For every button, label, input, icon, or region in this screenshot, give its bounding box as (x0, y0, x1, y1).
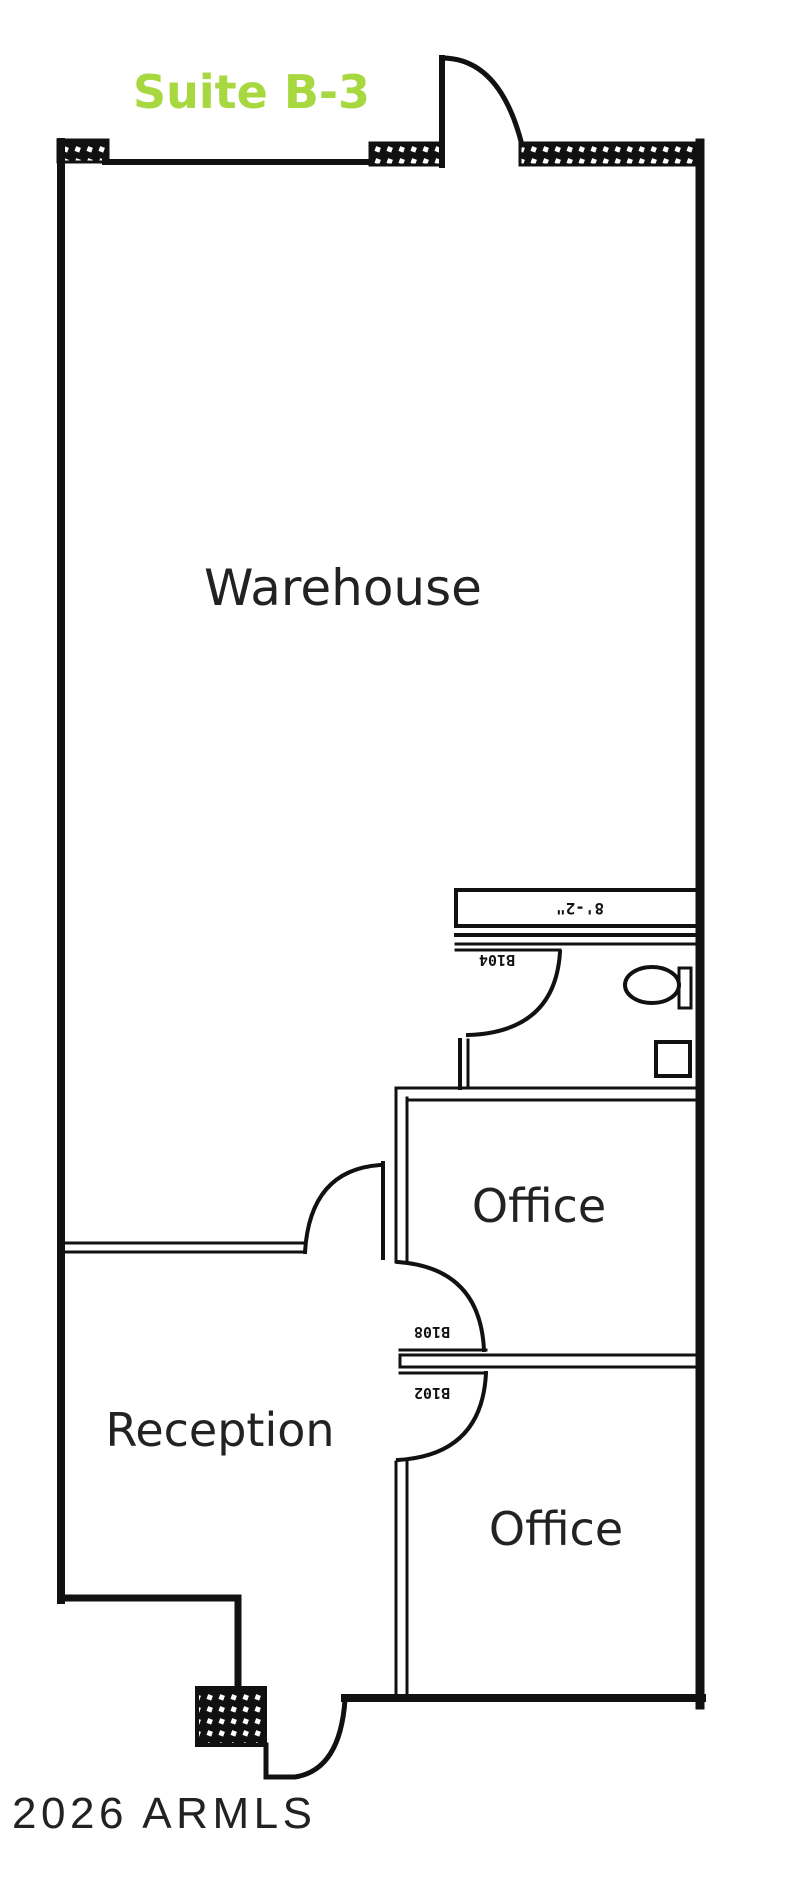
room-label-warehouse: Warehouse (204, 559, 482, 617)
top-wall (56, 138, 704, 167)
restroom-office-wall (394, 1086, 702, 1102)
suite-title: Suite B-3 (133, 65, 370, 119)
office-2-door-tag: B102 (414, 1384, 450, 1402)
dimension-label: 8'-2" (556, 899, 604, 918)
office-divider-wall (398, 1353, 702, 1369)
entrance-door-icon (263, 1697, 348, 1780)
room-label-office-1: Office (472, 1179, 606, 1233)
top-door-icon (439, 55, 526, 168)
bottom-left-wall (57, 1594, 267, 1747)
sink-icon (654, 1040, 692, 1078)
room-label-office-2: Office (489, 1502, 623, 1556)
office-1-door-tag: B108 (414, 1323, 450, 1341)
warehouse-reception-wall (59, 1161, 385, 1260)
office-left-wall (394, 1086, 409, 1699)
room-label-reception: Reception (105, 1403, 334, 1457)
toilet-icon (623, 965, 693, 1010)
watermark: 2026 ARMLS (12, 1789, 312, 1838)
office-1-door-icon (395, 1259, 488, 1353)
restroom-door-tag: B104 (479, 951, 515, 969)
office-2-door-icon (395, 1370, 489, 1463)
restroom (454, 888, 700, 1090)
